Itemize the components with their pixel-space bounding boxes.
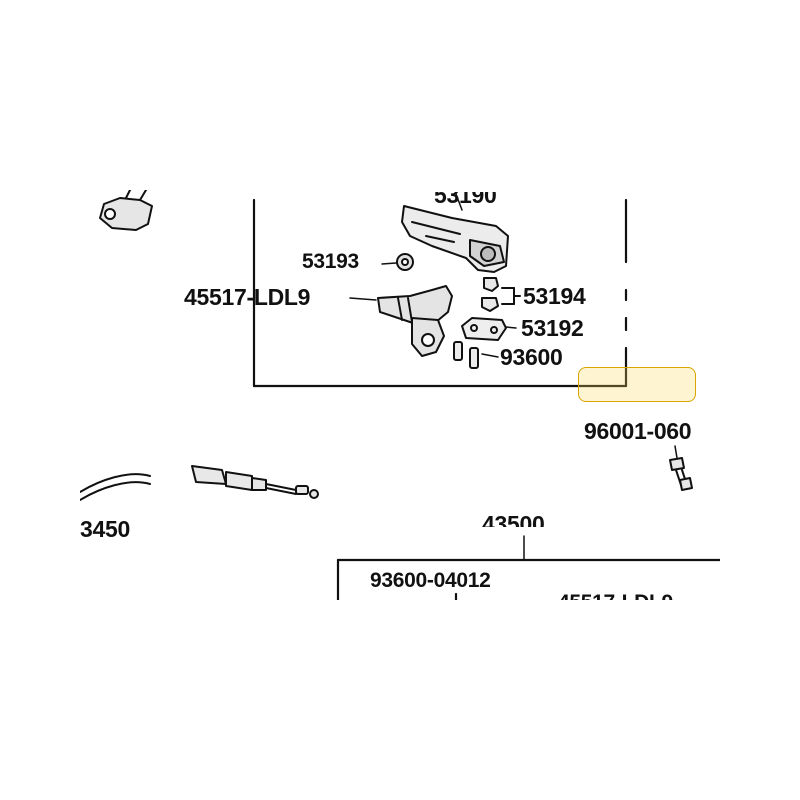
cable-assembly (191, 465, 319, 499)
assembly-frame-lower (336, 558, 720, 600)
bolt-96001 (669, 457, 693, 491)
label-93600-04012[interactable]: 93600-04012 (370, 569, 491, 592)
highlight-box[interactable] (578, 367, 696, 402)
label-3450[interactable]: 3450 (80, 518, 130, 541)
bushing-53193 (396, 253, 414, 271)
label-45517-bottom[interactable]: 45517-LDL9 (558, 592, 720, 600)
label-53190[interactable]: 53190 (434, 182, 497, 208)
label-53194[interactable]: 53194 (523, 283, 586, 309)
cable-curve (80, 473, 151, 501)
leader-lines (349, 193, 678, 561)
pivot-part-45517 (377, 285, 453, 357)
bracket-left (99, 190, 153, 231)
label-93600[interactable]: 93600 (500, 344, 563, 370)
plate-53192 (461, 317, 507, 341)
label-45517-ldl9[interactable]: 45517-LDL9 (184, 286, 311, 309)
bracket-53194 (501, 287, 521, 305)
bolts-93600 (453, 341, 479, 369)
label-96001-060[interactable]: 96001-060 (584, 420, 692, 443)
label-53193[interactable]: 53193 (302, 250, 359, 273)
label-43500[interactable]: 43500 (482, 511, 545, 537)
nuts-53194 (481, 277, 499, 312)
label-53192[interactable]: 53192 (521, 315, 584, 341)
lever-arm-53190 (401, 205, 509, 273)
